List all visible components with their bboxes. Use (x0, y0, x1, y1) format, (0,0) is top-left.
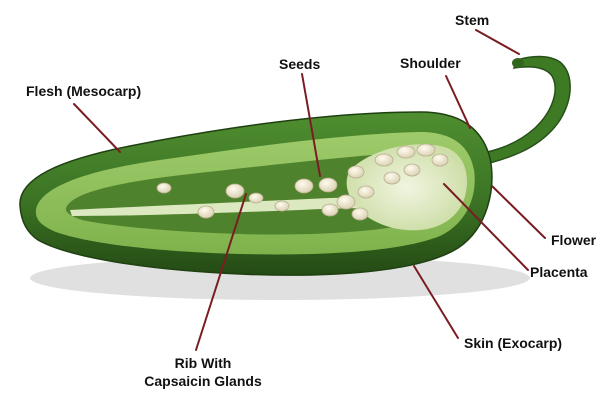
seed (249, 193, 263, 203)
seed (322, 204, 338, 216)
seed (352, 208, 368, 220)
label-seeds: Seeds (279, 55, 320, 73)
seed (337, 195, 355, 209)
label-shoulder: Shoulder (400, 54, 461, 72)
seed (417, 144, 435, 156)
label-placenta: Placenta (530, 263, 588, 281)
label-rib-line2: Capsaicin Glands (128, 372, 278, 390)
label-flesh: Flesh (Mesocarp) (26, 82, 141, 100)
seed (432, 154, 448, 166)
label-rib: Rib With Capsaicin Glands (128, 354, 278, 390)
seed (384, 172, 400, 184)
seed (397, 146, 415, 158)
label-rib-line1: Rib With (128, 354, 278, 372)
label-flower: Flower (551, 231, 596, 249)
seed (319, 178, 337, 192)
leader-line-flower (492, 186, 545, 238)
label-skin: Skin (Exocarp) (464, 334, 562, 352)
seed (348, 166, 364, 178)
leader-line-stem (476, 30, 519, 54)
seed (375, 154, 393, 166)
seed (198, 206, 214, 218)
seed (295, 179, 313, 193)
stem-tip (512, 58, 524, 68)
label-stem: Stem (455, 11, 489, 29)
seed (404, 164, 420, 176)
seed (275, 201, 289, 211)
seed (157, 183, 171, 193)
seed (358, 186, 374, 198)
seed (226, 184, 244, 198)
leader-line-flesh (74, 104, 120, 152)
